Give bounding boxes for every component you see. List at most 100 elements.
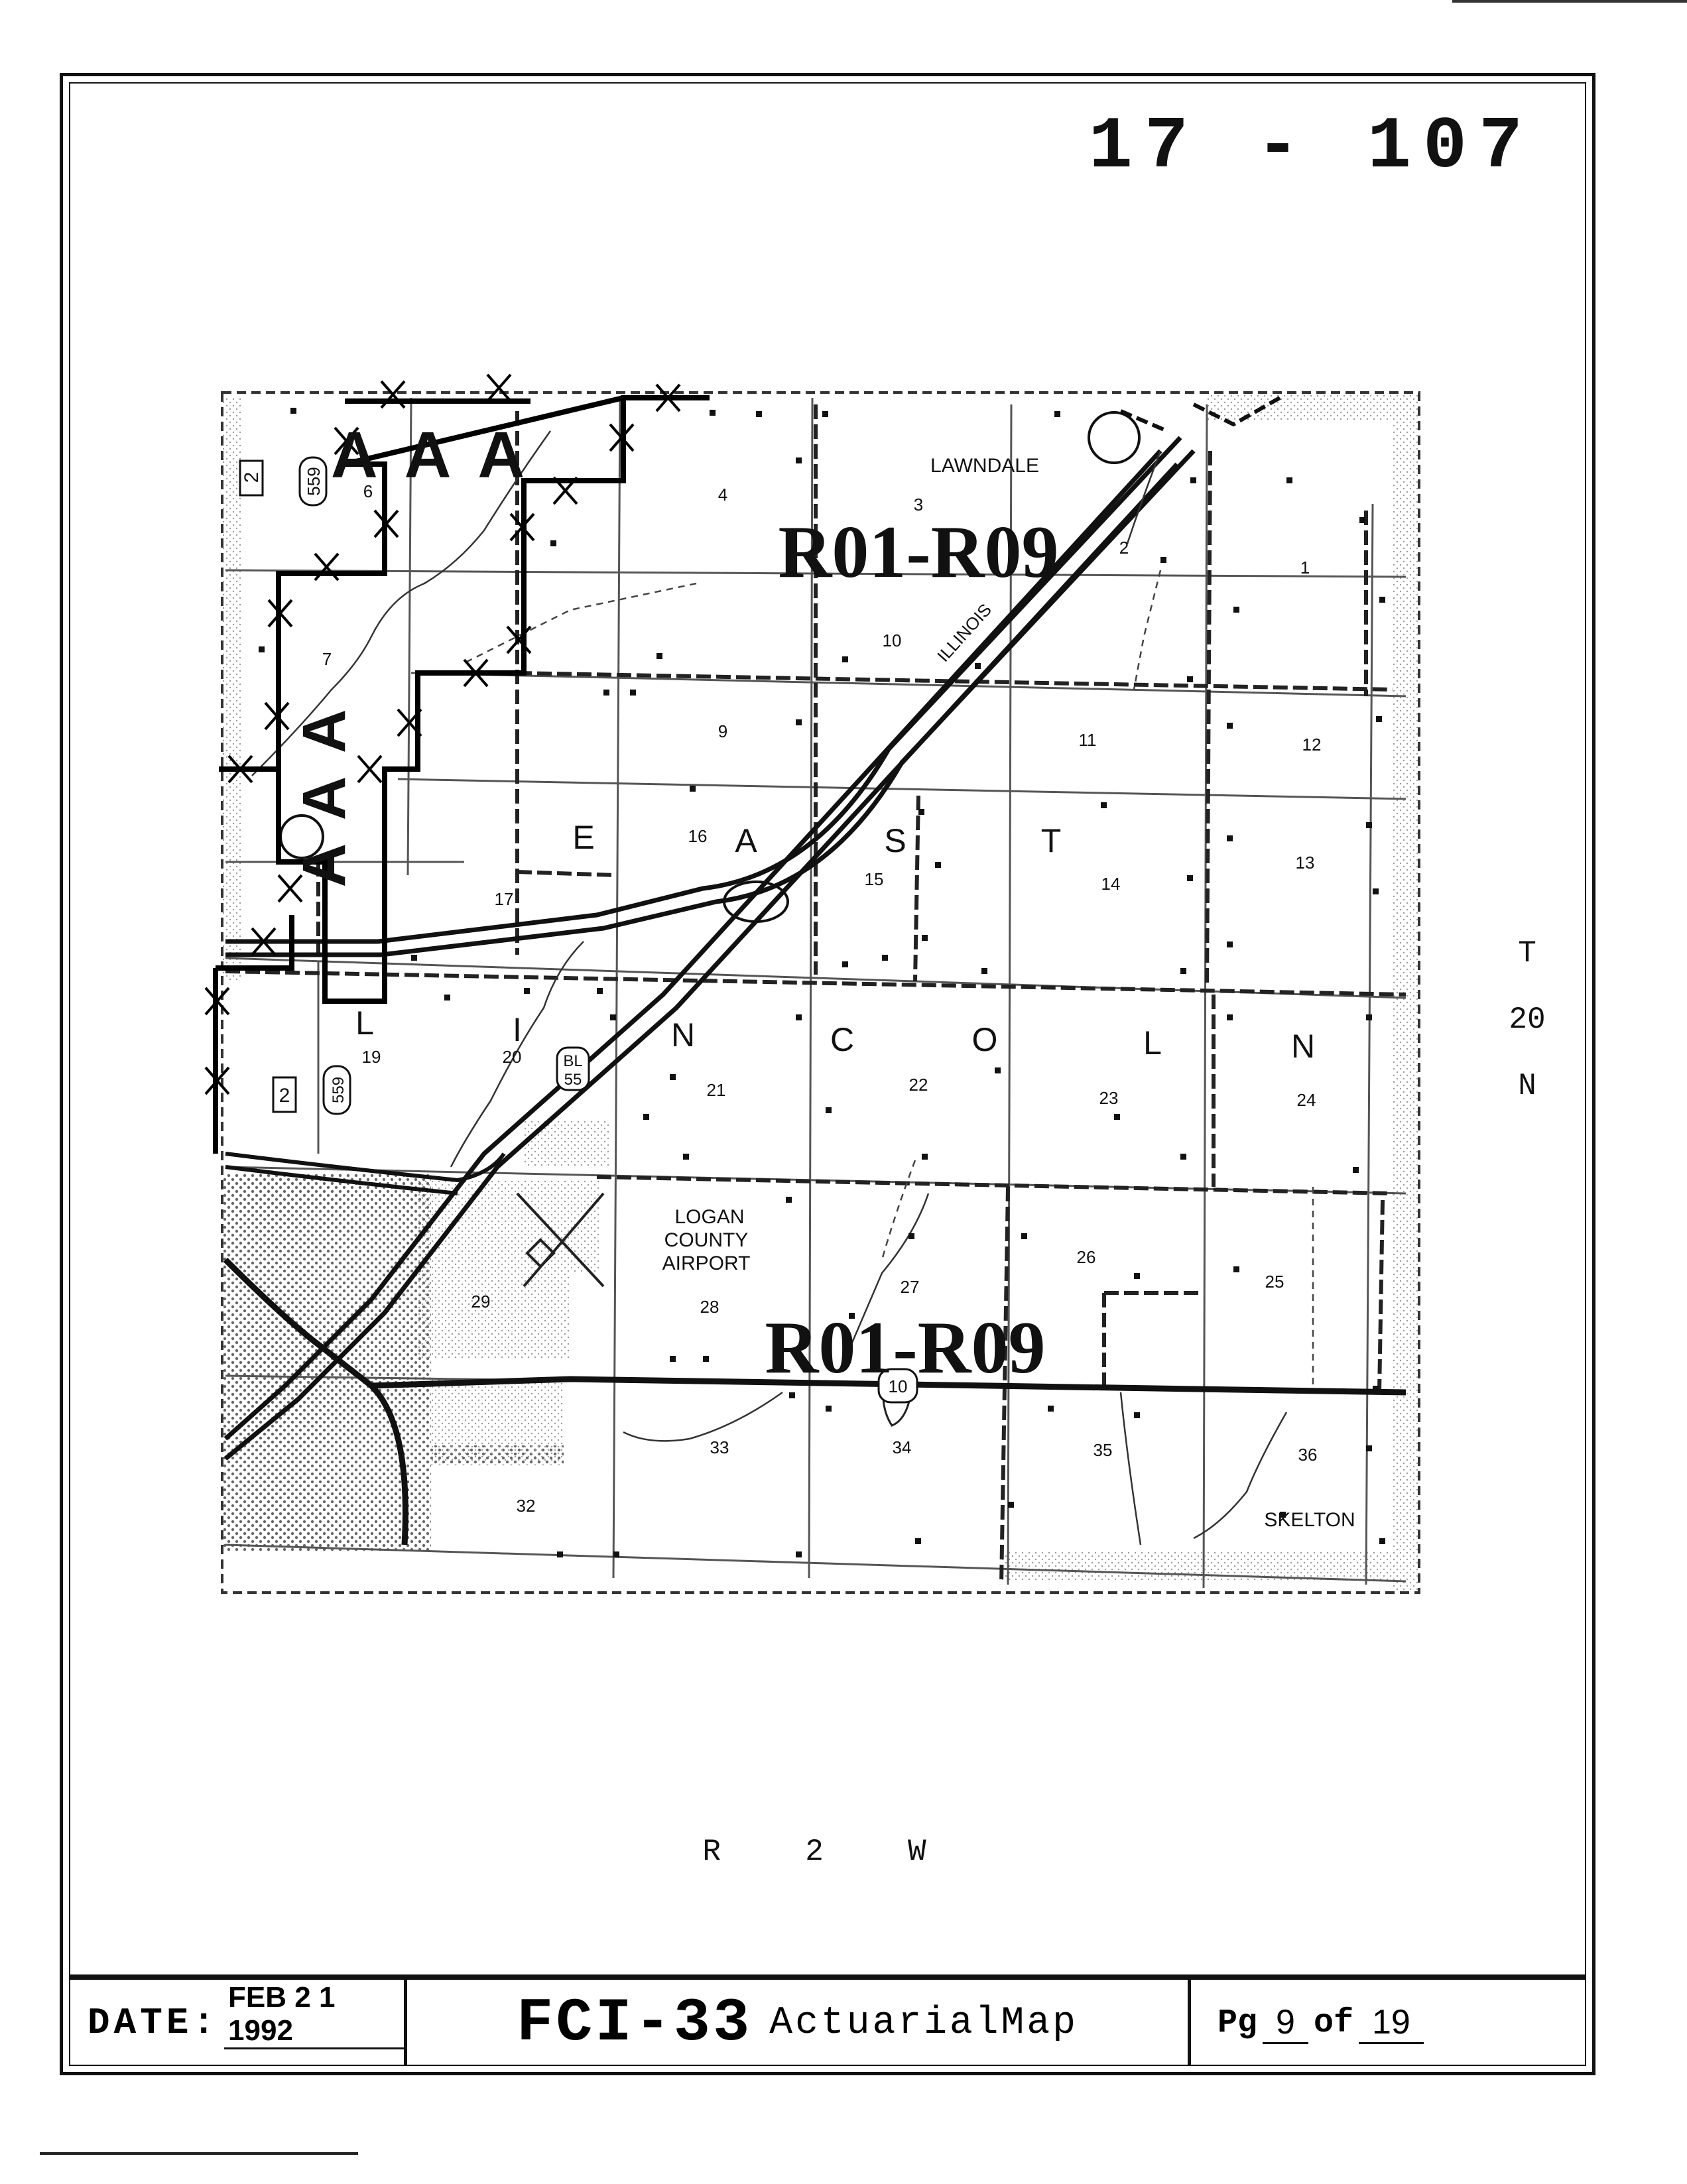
township-letter: A <box>735 822 757 859</box>
section-numbers: 1 2 3 4 6 7 9 10 11 12 13 14 15 16 17 19… <box>322 481 1322 1516</box>
township-label-number: 20 <box>1509 1002 1545 1037</box>
township-letter: S <box>884 822 906 859</box>
township-letter: I <box>513 1011 522 1048</box>
section-number: 25 <box>1265 1272 1284 1292</box>
interchanges <box>279 411 1141 923</box>
minor-roads <box>464 570 1314 1386</box>
township-letter: L <box>355 1004 374 1042</box>
page-prefix: Pg <box>1218 2004 1258 2042</box>
rating-overlay-top: R01-R09 <box>778 511 1058 593</box>
building-markers <box>259 408 1385 1557</box>
section-number: 17 <box>495 889 514 909</box>
outer-frame <box>60 73 1595 2075</box>
form-title: ActuarialMap <box>769 2001 1078 2045</box>
section-number: 7 <box>322 649 332 669</box>
urban-area-3 <box>431 1379 564 1462</box>
township-label-t: T <box>1518 936 1536 971</box>
section-number: 3 <box>914 495 923 515</box>
section-number: 9 <box>718 721 727 741</box>
section-number: 12 <box>1302 735 1322 755</box>
page-of: of <box>1313 2004 1353 2042</box>
road-illinois-label: ILLINOIS <box>933 599 995 666</box>
rating-boundary <box>213 395 710 1154</box>
aaa-left: A A A <box>290 704 358 888</box>
airport-label-line2: COUNTY <box>664 1229 749 1251</box>
airport-label-line1: LOGAN <box>674 1206 744 1228</box>
boundary-x-marks <box>204 373 681 1095</box>
aaa-top: A A A <box>331 418 531 491</box>
section-number: 23 <box>1099 1088 1119 1108</box>
section-number: 21 <box>707 1080 726 1100</box>
route-shield-bl: BL <box>563 1052 582 1070</box>
edge-strip-left <box>222 398 242 981</box>
township-letter: N <box>1291 1028 1315 1065</box>
section-number: 32 <box>517 1496 536 1516</box>
urban-area <box>222 1174 431 1551</box>
section-number: 11 <box>1079 730 1097 750</box>
section-number: 19 <box>362 1047 381 1067</box>
top-edge-rule <box>1452 0 1687 3</box>
section-number: 13 <box>1296 853 1315 873</box>
section-number: 4 <box>718 485 727 505</box>
bottom-edge-rule <box>40 2152 358 2155</box>
section-number: 6 <box>363 481 373 501</box>
section-number: 27 <box>901 1277 920 1297</box>
section-number: 33 <box>710 1437 729 1457</box>
section-number: 15 <box>865 869 884 889</box>
township-label: T 20 N <box>1509 936 1545 1103</box>
section-number: 10 <box>883 631 902 650</box>
airport-area <box>418 1180 600 1359</box>
route-shield-2-a: 2 <box>241 472 263 483</box>
page-cell: Pg 9 of 19 <box>1191 1980 1586 2066</box>
section-number: 24 <box>1297 1090 1316 1110</box>
place-lawndale: LAWNDALE <box>930 455 1039 477</box>
date-cell: DATE: FEB 2 1 1992 <box>69 1980 407 2066</box>
interstate <box>223 396 1406 1546</box>
edge-strip-top <box>1207 394 1419 421</box>
township-letter: N <box>671 1016 695 1054</box>
route-shield-55: 55 <box>564 1071 582 1089</box>
section-number: 34 <box>893 1437 912 1457</box>
edge-strip-mid <box>524 1121 610 1167</box>
map-id: 17 - 107 <box>1088 106 1534 189</box>
airport-label-line3: AIRPORT <box>662 1252 751 1274</box>
route-shield-559-a: 559 <box>304 467 324 495</box>
township-letter: T <box>1041 822 1062 859</box>
streams <box>251 430 1288 1546</box>
range-label: R 2 W <box>702 1835 942 1869</box>
rating-overlay-bottom: R01-R09 <box>765 1307 1045 1389</box>
township-letter: C <box>830 1021 854 1058</box>
township-letter: L <box>1143 1024 1162 1062</box>
route-shields <box>239 456 918 1404</box>
route-shield-2-b: 2 <box>279 1085 290 1107</box>
inner-frame <box>69 82 1586 2066</box>
township-name: E A S T L I N C O L N <box>355 819 1315 1065</box>
airport-runways <box>516 1192 605 1288</box>
section-number: 36 <box>1298 1445 1318 1465</box>
page-number: 9 <box>1263 2002 1308 2044</box>
township-letter: O <box>972 1021 998 1058</box>
section-number: 20 <box>503 1047 522 1067</box>
form-code: FCI-33 <box>517 1988 753 2058</box>
date-label: DATE: <box>88 2002 219 2044</box>
section-number: 1 <box>1300 558 1310 577</box>
section-number: 35 <box>1093 1440 1113 1460</box>
page-total: 19 <box>1358 2002 1424 2044</box>
section-number: 22 <box>909 1075 928 1095</box>
section-number: 26 <box>1077 1247 1096 1267</box>
section-number: 16 <box>688 826 708 846</box>
section-number: 14 <box>1101 874 1121 894</box>
township-letter: E <box>572 819 594 856</box>
edge-strip-bottom <box>1001 1551 1399 1581</box>
footer-bar: DATE: FEB 2 1 1992 FCI-33 ActuarialMap P… <box>69 1974 1586 2066</box>
place-skelton: SKELTON <box>1264 1509 1355 1531</box>
date-value: FEB 2 1 1992 <box>224 1981 404 2049</box>
title-cell: FCI-33 ActuarialMap <box>407 1980 1191 2066</box>
section-number: 29 <box>471 1292 491 1311</box>
route-shield-10: 10 <box>889 1376 908 1396</box>
section-number: 2 <box>1119 538 1129 558</box>
township-label-n: N <box>1518 1069 1536 1103</box>
section-number: 28 <box>700 1297 719 1317</box>
route-shield-559-b: 559 <box>330 1077 347 1103</box>
